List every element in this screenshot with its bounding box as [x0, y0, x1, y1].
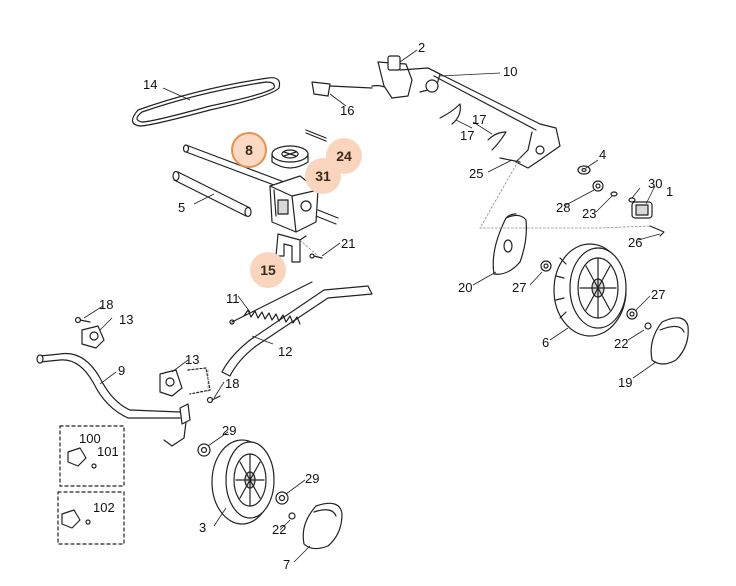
callout-1[interactable]: 1: [666, 184, 674, 199]
callout-19[interactable]: 19: [618, 375, 633, 390]
callout-29a[interactable]: 29: [222, 423, 237, 438]
spring-clips-part: [439, 103, 507, 151]
gearbox-part: [269, 175, 319, 233]
pin-part: [305, 129, 327, 142]
callout-6[interactable]: 6: [542, 335, 550, 350]
callout-12[interactable]: 12: [278, 344, 293, 359]
front-hubcap-right-part: [650, 317, 689, 365]
lever-part: [221, 285, 373, 377]
bracket-13b: [159, 369, 183, 397]
callout-3[interactable]: 3: [199, 520, 207, 535]
washer-part: [577, 165, 591, 175]
callout-7[interactable]: 7: [283, 557, 291, 572]
bearing-parts: [592, 180, 653, 219]
callout-14[interactable]: 14: [143, 77, 158, 92]
axle-rod-part: [172, 170, 252, 218]
screw-18b: [206, 395, 221, 404]
callout-17a[interactable]: 17: [472, 112, 487, 127]
callout-30[interactable]: 30: [648, 176, 663, 191]
callout-11[interactable]: 11: [226, 291, 240, 306]
leader-lines: [83, 49, 661, 563]
callout-9[interactable]: 9: [118, 363, 126, 378]
front-hubcap-part: [302, 502, 343, 550]
guide-lines: [207, 157, 651, 393]
screw-22a: [644, 322, 652, 330]
callout-18b[interactable]: 18: [225, 376, 240, 391]
callout-28[interactable]: 28: [556, 200, 571, 215]
callout-22b[interactable]: 22: [272, 522, 287, 537]
rear-wheel-part: [553, 243, 627, 337]
callout-21[interactable]: 21: [341, 236, 356, 251]
callout-25[interactable]: 25: [469, 166, 484, 181]
callout-20[interactable]: 20: [458, 280, 473, 295]
callout-10[interactable]: 10: [503, 64, 518, 79]
screw-21: [309, 253, 323, 259]
adjustment-rod-part: [377, 55, 561, 169]
pulley-part: [271, 145, 309, 169]
bushing-29b: [275, 491, 289, 505]
spring-part: [229, 281, 313, 325]
screw-18a: [74, 316, 91, 324]
rear-hubcap-part: [492, 213, 527, 275]
callout-15-highlighted[interactable]: 15: [250, 252, 286, 288]
callout-31-highlighted[interactable]: 31: [305, 158, 341, 194]
callout-8-highlighted[interactable]: 8: [231, 132, 267, 168]
callout-26[interactable]: 26: [628, 235, 643, 250]
clip-26: [649, 225, 665, 237]
callout-27a[interactable]: 27: [512, 280, 527, 295]
callout-23[interactable]: 23: [582, 206, 597, 221]
drive-belt-part: [131, 77, 281, 127]
bushing-27a: [540, 260, 552, 272]
bracket-13a: [81, 325, 105, 349]
callout-102[interactable]: 102: [93, 500, 115, 515]
callout-22a[interactable]: 22: [614, 336, 629, 351]
option-box-100-101: [59, 425, 125, 487]
callout-2[interactable]: 2: [418, 40, 426, 55]
callout-101[interactable]: 101: [97, 444, 119, 459]
bushing-27b: [626, 308, 638, 320]
callout-18a[interactable]: 18: [99, 297, 114, 312]
option-box-102: [57, 491, 125, 545]
callout-17b[interactable]: 17: [460, 128, 475, 143]
callout-4[interactable]: 4: [599, 147, 607, 162]
callout-5[interactable]: 5: [178, 200, 186, 215]
front-axle-part: [36, 352, 191, 447]
callout-13b[interactable]: 13: [185, 352, 200, 367]
callout-13a[interactable]: 13: [119, 312, 134, 327]
callout-27b[interactable]: 27: [651, 287, 666, 302]
front-wheel-part: [211, 439, 275, 525]
screw-22b: [288, 512, 296, 520]
knob-part: [311, 81, 393, 97]
callout-16[interactable]: 16: [340, 103, 355, 118]
callout-100[interactable]: 100: [79, 431, 101, 446]
bushing-29a: [197, 443, 211, 457]
callout-29b[interactable]: 29: [305, 471, 320, 486]
